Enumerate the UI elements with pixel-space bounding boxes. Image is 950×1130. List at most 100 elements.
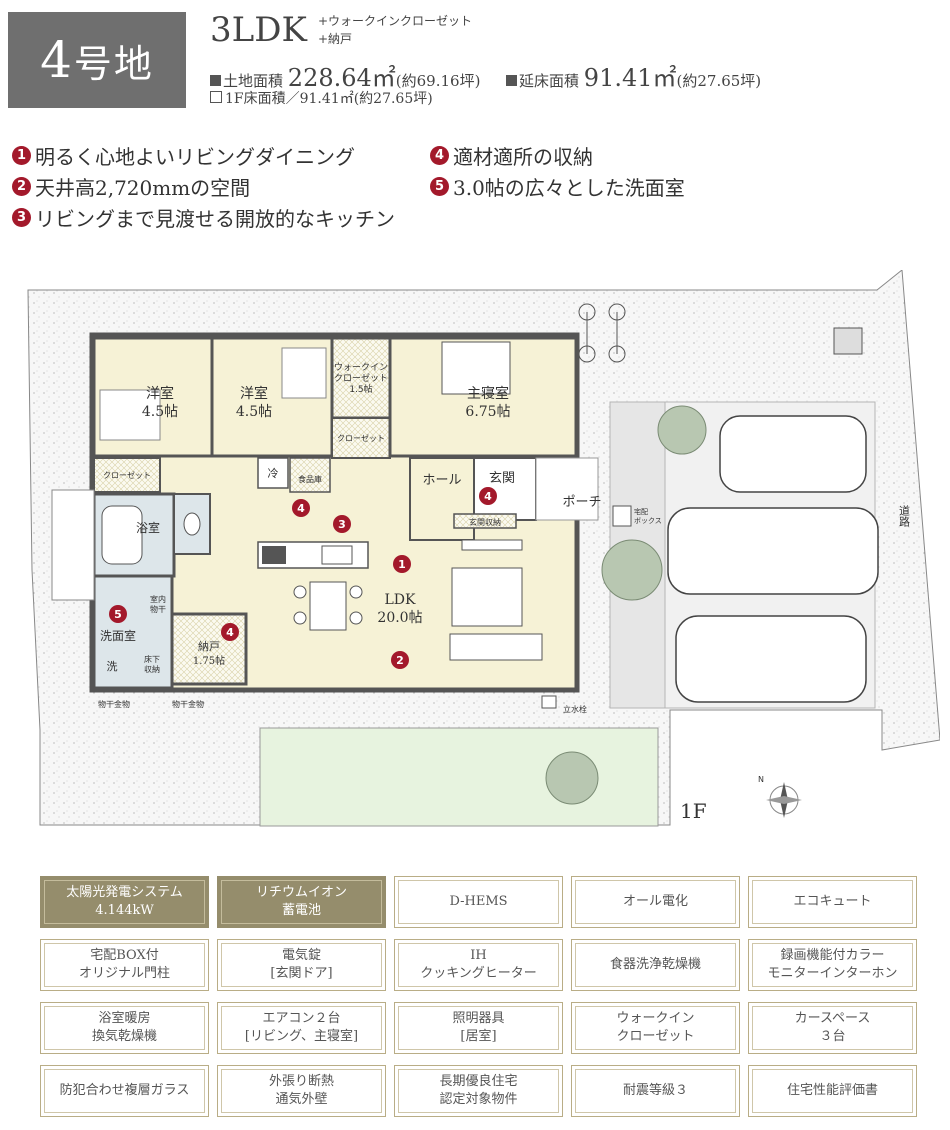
bed-western-1 [99,389,161,441]
equipment-tile-line1: リチウムイオン [255,885,347,900]
tree [601,539,663,601]
drying-hardware-label: 物干金物 [98,699,130,709]
equipment-tile-line1: 録画機能付カラー [780,948,885,963]
square-outline-icon [210,91,222,103]
closet-area [331,417,391,459]
delivery-box-label: ボックス [634,517,662,525]
dining-chair [293,611,307,625]
equipment-tile-line1: 食器洗浄乾燥機 [609,957,701,972]
layout-extras: +ウォークインクローゼット +納戸 [318,12,472,48]
feature-number-badge: 4 [430,146,449,165]
equipment-tile: オール電化 [571,876,740,928]
equipment-tile-line1: 電気錠 [281,948,321,963]
equipment-tile-line2: [玄関ドア] [270,966,333,981]
wic-label: ウォークイン [334,362,388,373]
equipment-tile-line2: [リビング、主寝室] [244,1029,359,1044]
faucet-post [541,695,557,709]
gate-post [612,505,632,527]
layout-extra-wic: +ウォークインクローゼット [318,14,473,28]
equipment-tile-line1: エコキュート [793,894,872,909]
equipment-tile-line2: 認定対象物件 [439,1092,518,1107]
plan-marker-2: 2 [391,651,409,669]
kitchen-sink [321,545,353,565]
master-bed [441,341,511,395]
equipment-tile-line2: ３台 [819,1029,846,1044]
tree [657,405,707,455]
equipment-tile: 防犯合わせ複層ガラス [40,1065,209,1117]
floor-area-tsubo: (約27.65坪) [676,72,762,90]
car [667,507,879,595]
marker-number: 4 [484,490,492,503]
bathtub [101,505,143,565]
marker-number: 2 [396,654,404,667]
equipment-tile-line1: 住宅性能評価書 [786,1083,878,1098]
equipment-tile: リチウムイオン蓄電池 [217,876,386,928]
bed-western-2 [281,347,327,399]
feature-text: 明るく心地よいリビングダイニング [35,145,355,169]
road-label: 道路 [898,504,911,528]
floor-area-value: 91.41㎡ [583,64,677,92]
feature-text: 3.0帖の広々とした洗面室 [453,176,685,200]
equipment-tile-line1: 外張り断熱 [268,1074,334,1089]
closet-left [93,457,161,493]
equipment-tile-line2: [居室] [460,1029,497,1044]
room-size: 4.5帖 [236,404,272,420]
plan-marker-4: 4 [221,623,239,641]
equipment-tile: 住宅性能評価書 [748,1065,917,1117]
tv-stand [461,539,523,551]
equipment-tile: 太陽光発電システム 4.144kW [40,876,209,928]
equipment-tile: 耐震等級３ [571,1065,740,1117]
equipment-tile: 照明器具[居室] [394,1002,563,1054]
walk-in-closet [330,336,392,420]
sofa [449,633,543,661]
plan-marker-1: 1 [393,555,411,573]
feature-number-badge: 2 [12,177,31,196]
feature-text: リビングまで見渡せる開放的なキッチン [35,207,395,231]
wic-label: クローゼット [334,372,388,384]
bicycle-icon [578,303,626,363]
outdoor-unit [833,327,863,355]
ldk-label: LDK [385,592,417,608]
lot-number: 4 [40,31,74,89]
indoor-drying-label: 物干 [150,604,166,614]
equipment-tile-line1: 太陽光発電システム [66,885,183,900]
feature-text: 適材適所の収納 [453,145,593,169]
fridge-label: 冷 [268,467,279,480]
floor-plan: 洋室 4.5帖 洋室 4.5帖 ウォークイン クローゼット 1.5帖 クローゼッ… [27,270,940,827]
equipment-tile-line1: 防犯合わせ複層ガラス [59,1083,190,1098]
equipment-tile: カースペース ３台 [748,1002,917,1054]
wic-size: 1.5帖 [349,383,372,395]
equipment-tile: 食器洗浄乾燥機 [571,939,740,991]
plan-marker-5: 5 [109,605,127,623]
marker-number: 4 [226,626,234,639]
dining-chair [349,611,363,625]
dining-table [309,581,347,631]
underfloor-label: 床下 [144,654,160,664]
land-area-value: 228.64㎡ [287,64,396,92]
equipment-tile-line1: 耐震等級３ [622,1083,688,1098]
fridge-space [257,457,289,489]
ldk-size: 20.0帖 [377,610,422,626]
equipment-tile-line2: クッキングヒーター [420,966,537,981]
square-filled-icon [210,75,221,86]
lot-suffix: 号地 [73,41,154,86]
equipment-tile-line1: カースペース [794,1011,871,1026]
layout-extra-storage: +納戸 [318,32,353,46]
washroom-label: 洗面室 [100,628,136,643]
coffee-table [451,567,523,627]
dining-chair [293,585,307,599]
floor-label: 1F [680,799,707,823]
equipment-tile-line2: 4.144kW [95,903,154,918]
equipment-tile: 長期優良住宅認定対象物件 [394,1065,563,1117]
floor-area-label: 延床面積 [519,72,580,90]
pantry-label: 食品庫 [298,474,322,484]
feature-number-badge: 1 [12,146,31,165]
